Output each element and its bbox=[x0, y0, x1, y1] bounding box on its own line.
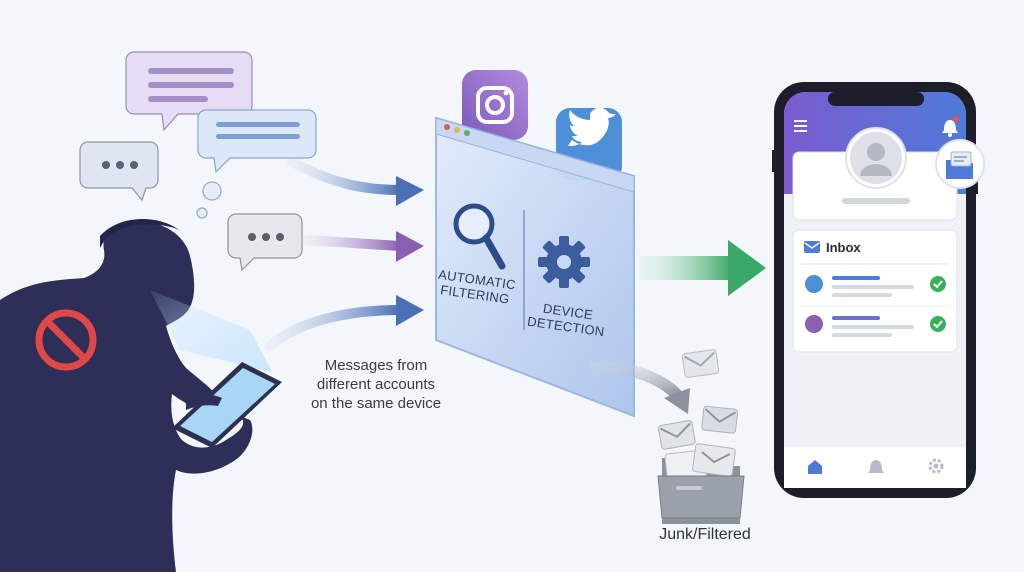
notification-bell-icon[interactable] bbox=[942, 116, 959, 137]
magnifier-icon bbox=[453, 203, 506, 270]
arrow-to-filter-2 bbox=[301, 231, 424, 262]
filter-panel bbox=[435, 116, 635, 418]
person-silhouette bbox=[0, 218, 253, 572]
instagram-icon bbox=[462, 70, 528, 140]
arrow-to-filter-3 bbox=[265, 295, 424, 351]
arrow-to-filter-1 bbox=[287, 157, 424, 206]
thought-dot bbox=[202, 181, 222, 201]
window-min-dot bbox=[454, 127, 460, 133]
inbox-card bbox=[792, 229, 958, 353]
bell-icon[interactable] bbox=[868, 460, 884, 473]
typing-bubble-grey-icon bbox=[227, 213, 303, 272]
window-max-dot bbox=[464, 130, 470, 136]
caption-line2: different accounts bbox=[316, 376, 436, 393]
list-item[interactable] bbox=[805, 315, 946, 337]
block-icon bbox=[35, 309, 97, 371]
bottom-nav bbox=[784, 445, 966, 488]
envelope-icon bbox=[701, 405, 739, 434]
caption-line3: on the same device bbox=[310, 395, 442, 412]
tablet-icon bbox=[172, 362, 282, 448]
profile-card bbox=[792, 127, 958, 221]
check-icon bbox=[930, 276, 946, 292]
window-close-dot bbox=[444, 124, 450, 130]
avatar bbox=[867, 143, 885, 161]
junk-folder-label: Junk/Filtered bbox=[659, 526, 751, 543]
screen-glow bbox=[150, 290, 272, 372]
folder-icon bbox=[657, 443, 745, 524]
arrow-to-inbox bbox=[640, 240, 766, 296]
hand bbox=[186, 394, 222, 410]
thought-dot bbox=[196, 207, 208, 219]
messages-caption: Messages from different accounts on the … bbox=[286, 356, 466, 413]
gear-icon[interactable] bbox=[928, 458, 944, 474]
menu-icon[interactable] bbox=[794, 120, 807, 132]
gear-icon bbox=[538, 236, 590, 288]
phone-notch bbox=[828, 92, 924, 106]
inbox-icon bbox=[804, 241, 820, 253]
chat-bubble-blue-icon bbox=[197, 109, 317, 174]
check-icon bbox=[930, 316, 946, 332]
inbox-title: Inbox bbox=[826, 240, 861, 255]
folder-notification-icon[interactable] bbox=[935, 139, 985, 189]
typing-bubble-icon bbox=[79, 141, 159, 202]
envelope-icon bbox=[657, 420, 696, 450]
arrow-to-junk bbox=[589, 361, 690, 414]
envelope-icon bbox=[681, 349, 720, 378]
home-icon[interactable] bbox=[808, 460, 822, 474]
list-item[interactable] bbox=[805, 275, 946, 297]
caption-line1: Messages from bbox=[324, 357, 428, 374]
